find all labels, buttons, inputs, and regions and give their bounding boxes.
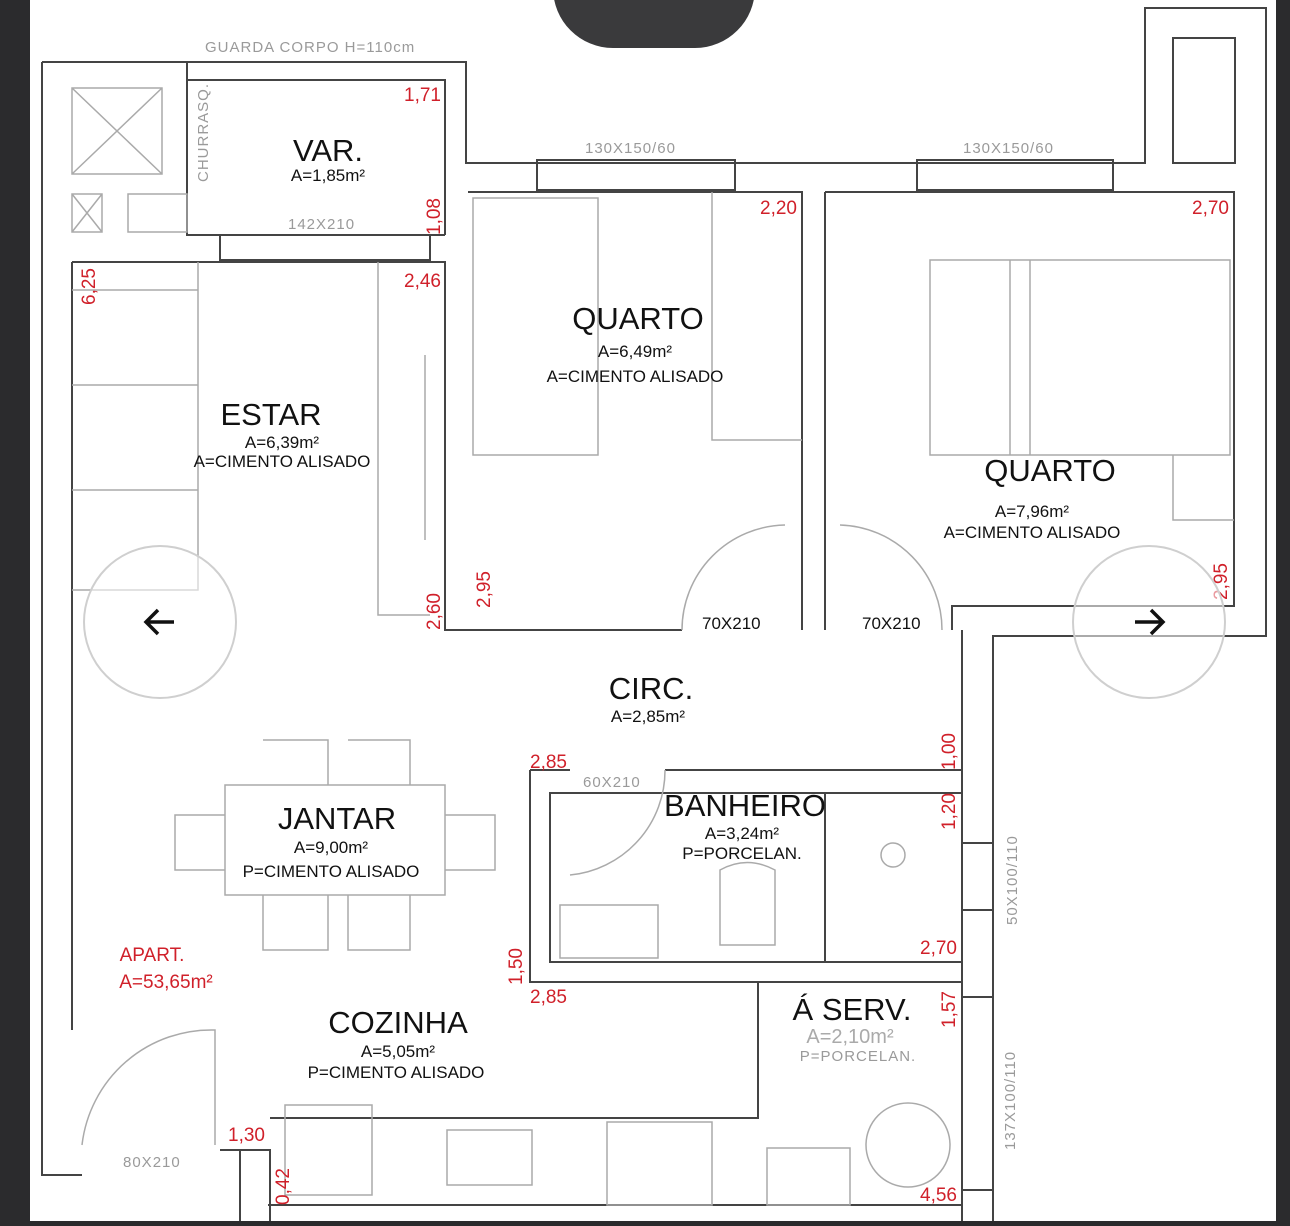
floor-plan-drawing: GUARDA CORPO H=110cm CHURRASQ. VAR. A=1,…	[41, 7, 1267, 1221]
quarto1-dim-side: 2,95	[474, 571, 495, 608]
window-servico: 137X100/110	[1002, 1051, 1019, 1150]
quarto2-floor: A=CIMENTO ALISADO	[944, 523, 1121, 542]
banheiro-dim-top: 2,85	[530, 752, 567, 773]
var-name: VAR.	[293, 133, 363, 168]
floor-plan-image: GUARDA CORPO H=110cm CHURRASQ. VAR. A=1,…	[30, 0, 1276, 1221]
quarto2-area: A=7,96m²	[995, 502, 1070, 521]
jantar-name: JANTAR	[278, 801, 396, 836]
previous-image-button[interactable]	[83, 545, 237, 699]
arrow-left-icon	[143, 608, 174, 636]
banheiro-dim-side: 1,20	[939, 793, 960, 830]
quarto2-name: QUARTO	[984, 453, 1116, 488]
quarto2-dim-top: 2,70	[1192, 198, 1229, 219]
quarto1-dim-top: 2,20	[760, 198, 797, 219]
var-dim-side: 1,08	[424, 198, 445, 235]
estar-dim-left: 6,25	[79, 268, 100, 305]
banheiro-dim-below: 2,85	[530, 987, 567, 1008]
banheiro-dim-bottom: 2,70	[920, 938, 957, 959]
estar-area: A=6,39m²	[245, 433, 320, 452]
apart-name: APART.	[120, 945, 185, 966]
servico-dim-bottom: 4,56	[920, 1185, 957, 1206]
cozinha-dim-door: 1,30	[228, 1125, 265, 1146]
banheiro-area: A=3,24m²	[705, 824, 780, 843]
var-dim-top: 1,71	[404, 85, 441, 106]
circ-name: CIRC.	[609, 671, 693, 706]
banheiro-dim-left: 1,50	[506, 948, 527, 985]
banheiro-name: BANHEIRO	[664, 788, 826, 823]
quarto1-name: QUARTO	[572, 301, 704, 336]
apart-area: A=53,65m²	[119, 972, 212, 993]
circ-dim-side: 1,00	[939, 733, 960, 770]
servico-name: Á SERV.	[793, 992, 912, 1027]
top-handle	[553, 0, 755, 48]
quarto1-door: 70X210	[702, 614, 761, 633]
banheiro-door: 60X210	[583, 774, 641, 791]
jantar-floor: P=CIMENTO ALISADO	[243, 862, 420, 881]
quarto2-door: 70X210	[862, 614, 921, 633]
servico-floor: P=PORCELAN.	[800, 1048, 916, 1065]
estar-dim-top: 2,46	[404, 271, 441, 292]
quarto1-area: A=6,49m²	[598, 342, 673, 361]
banheiro-floor: P=PORCELAN.	[682, 844, 802, 863]
jantar-area: A=9,00m²	[294, 838, 369, 857]
cozinha-floor: P=CIMENTO ALISADO	[308, 1063, 485, 1082]
circ-area: A=2,85m²	[611, 707, 686, 726]
cozinha-area: A=5,05m²	[361, 1042, 436, 1061]
window-quarto2: 130X150/60	[963, 140, 1054, 157]
arrow-right-icon	[1135, 608, 1166, 636]
cozinha-dim-small: 0,42	[273, 1168, 294, 1205]
servico-area: A=2,10m²	[806, 1026, 894, 1048]
guard-rail-label: GUARDA CORPO H=110cm	[205, 39, 415, 56]
churrasqueira-label: CHURRASQ.	[195, 83, 212, 182]
quarto1-floor: A=CIMENTO ALISADO	[547, 367, 724, 386]
estar-floor: A=CIMENTO ALISADO	[194, 452, 371, 471]
window-banheiro: 50X100/110	[1004, 835, 1021, 925]
cozinha-name: COZINHA	[328, 1005, 468, 1040]
servico-dim-side: 1,57	[939, 991, 960, 1028]
furniture	[71, 87, 1234, 1206]
window-quarto1: 130X150/60	[585, 140, 676, 157]
estar-name: ESTAR	[220, 397, 321, 432]
estar-dim-side: 2,60	[424, 593, 445, 630]
var-area: A=1,85m²	[291, 166, 366, 185]
next-image-button[interactable]	[1072, 545, 1226, 699]
var-door: 142X210	[288, 216, 355, 233]
entrance-door: 80X210	[123, 1154, 181, 1171]
